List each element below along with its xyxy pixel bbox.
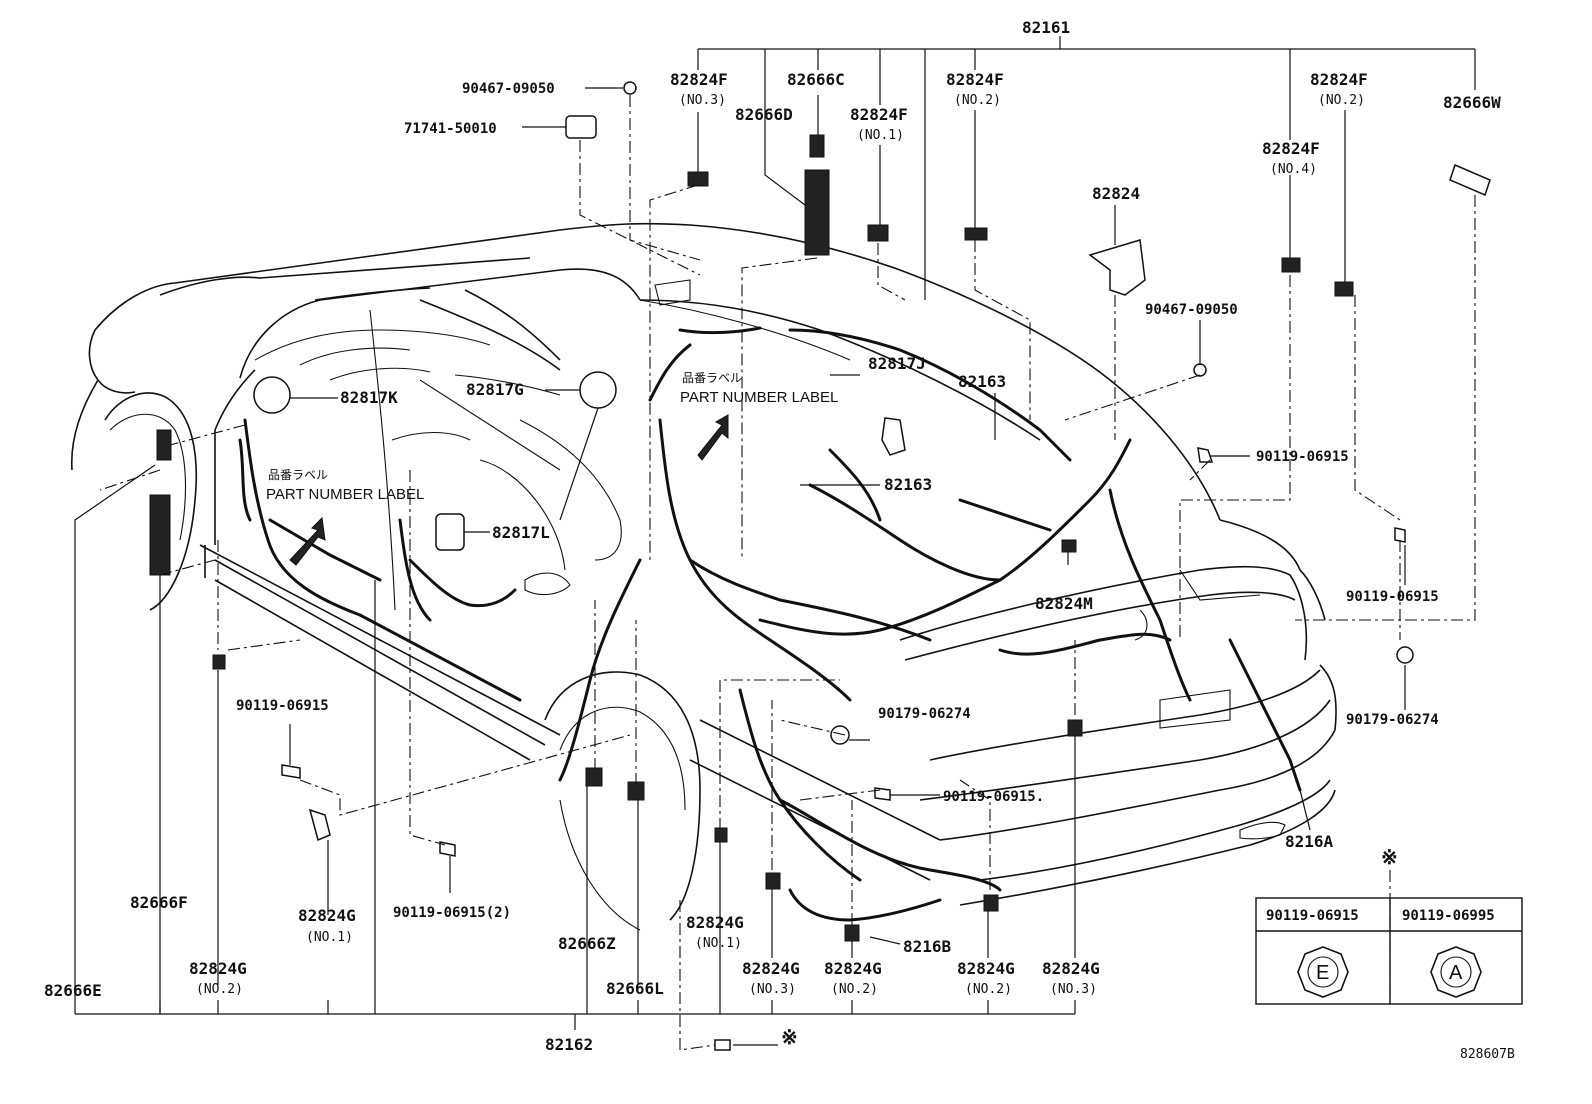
label-82817J: 82817J	[868, 354, 926, 373]
label-82824G-no1-b: 82824G	[686, 913, 744, 932]
label-8216A: 8216A	[1285, 832, 1334, 851]
car-body-outline	[70, 222, 1337, 931]
bolt-head-e-icon	[1297, 946, 1349, 998]
label-82161: 82161	[1022, 18, 1070, 37]
label-90467-09050-right: 90467-09050	[1145, 302, 1238, 318]
label-90119-06915-left: 90119-06915	[236, 698, 329, 714]
part-label-en-1: PART NUMBER LABEL	[266, 486, 424, 503]
label-82666F: 82666F	[130, 893, 188, 912]
label-82666C: 82666C	[787, 70, 845, 89]
legend-header-90119-06915: 90119-06915	[1266, 908, 1359, 924]
reference-mark-table: ※	[1381, 845, 1398, 869]
label-82666Z: 82666Z	[558, 934, 616, 953]
label-71741-50010: 71741-50010	[404, 121, 497, 137]
label-82824G-no2-c-sub: (NO.2)	[965, 982, 1012, 997]
label-90119-06915-r2: 90119-06915	[1346, 589, 1439, 605]
part-number-labels: 82161 90467-09050 71741-50010 82824F (NO…	[44, 18, 1515, 1062]
part-label-jp-1: 品番ラベル	[268, 468, 328, 482]
label-82824G-no2-b-sub: (NO.2)	[831, 982, 878, 997]
label-82824G-no1-b-sub: (NO.1)	[695, 936, 742, 951]
label-82824G-no3-a-sub: (NO.3)	[749, 982, 796, 997]
solid-leaders	[74, 36, 1476, 1046]
label-82817G: 82817G	[466, 380, 524, 399]
label-82824F-no3: 82824F	[670, 70, 728, 89]
label-82824G-no3-b-sub: (NO.3)	[1050, 982, 1097, 997]
part-shapes	[149, 81, 1491, 1051]
label-90179-06274-mid: 90179-06274	[878, 706, 971, 722]
label-82824F-no4-sub: (NO.4)	[1270, 162, 1317, 177]
bolt-head-a-icon	[1430, 946, 1482, 998]
label-82824G-no2-c: 82824G	[957, 959, 1015, 978]
label-82824G-no3-a: 82824G	[742, 959, 800, 978]
label-90119-06915-r1: 90119-06915	[1256, 449, 1349, 465]
legend-symbol-e: E	[1316, 962, 1329, 984]
label-82824: 82824	[1092, 184, 1140, 203]
label-82666E: 82666E	[44, 981, 102, 1000]
label-82824F-no2-a-sub: (NO.2)	[954, 93, 1001, 108]
part-label-en-2: PART NUMBER LABEL	[680, 389, 838, 406]
figure-id: 828607B	[1460, 1047, 1515, 1062]
label-90119-06915-mid: 90119-06915.	[943, 789, 1044, 805]
label-82163-a: 82163	[958, 372, 1006, 391]
reference-mark-bottom: ※	[781, 1025, 798, 1049]
legend-symbol-a: A	[1449, 962, 1463, 984]
label-82666W: 82666W	[1443, 93, 1501, 112]
label-82824G-no1-a-sub: (NO.1)	[306, 930, 353, 945]
label-82824G-no2-a-sub: (NO.2)	[196, 982, 243, 997]
part-label-jp-2: 品番ラベル	[682, 371, 742, 385]
label-90119-06915-2: 90119-06915(2)	[393, 905, 511, 921]
label-82666D: 82666D	[735, 105, 793, 124]
label-82824M: 82824M	[1035, 594, 1093, 613]
label-90467-09050-top: 90467-09050	[462, 81, 555, 97]
label-90179-06274-right: 90179-06274	[1346, 712, 1439, 728]
label-82824G-no2-a: 82824G	[189, 959, 247, 978]
label-82824F-no1-sub: (NO.1)	[857, 128, 904, 143]
label-82824F-no1: 82824F	[850, 105, 908, 124]
part-number-label-callouts: 品番ラベル PART NUMBER LABEL 品番ラベル PART NUMBE…	[266, 371, 838, 503]
label-82666L: 82666L	[606, 979, 664, 998]
label-8216B: 8216B	[903, 937, 952, 956]
label-82817L: 82817L	[492, 523, 550, 542]
label-82824G-no2-b: 82824G	[824, 959, 882, 978]
label-82824F-no3-sub: (NO.3)	[679, 93, 726, 108]
label-82824F-no2-b: 82824F	[1310, 70, 1368, 89]
label-82163-b: 82163	[884, 475, 932, 494]
label-82824F-no2-b-sub: (NO.2)	[1318, 93, 1365, 108]
fastener-legend-table: 90119-06915 90119-06995 E A	[1255, 897, 1523, 1005]
label-82824F-no2-a: 82824F	[946, 70, 1004, 89]
label-82817K: 82817K	[340, 388, 398, 407]
label-82824F-no4: 82824F	[1262, 139, 1320, 158]
wire-harness	[238, 326, 1302, 922]
label-82824G-no1-a: 82824G	[298, 906, 356, 925]
label-82162: 82162	[545, 1035, 593, 1054]
label-82824G-no3-b: 82824G	[1042, 959, 1100, 978]
legend-header-90119-06995: 90119-06995	[1402, 908, 1495, 924]
